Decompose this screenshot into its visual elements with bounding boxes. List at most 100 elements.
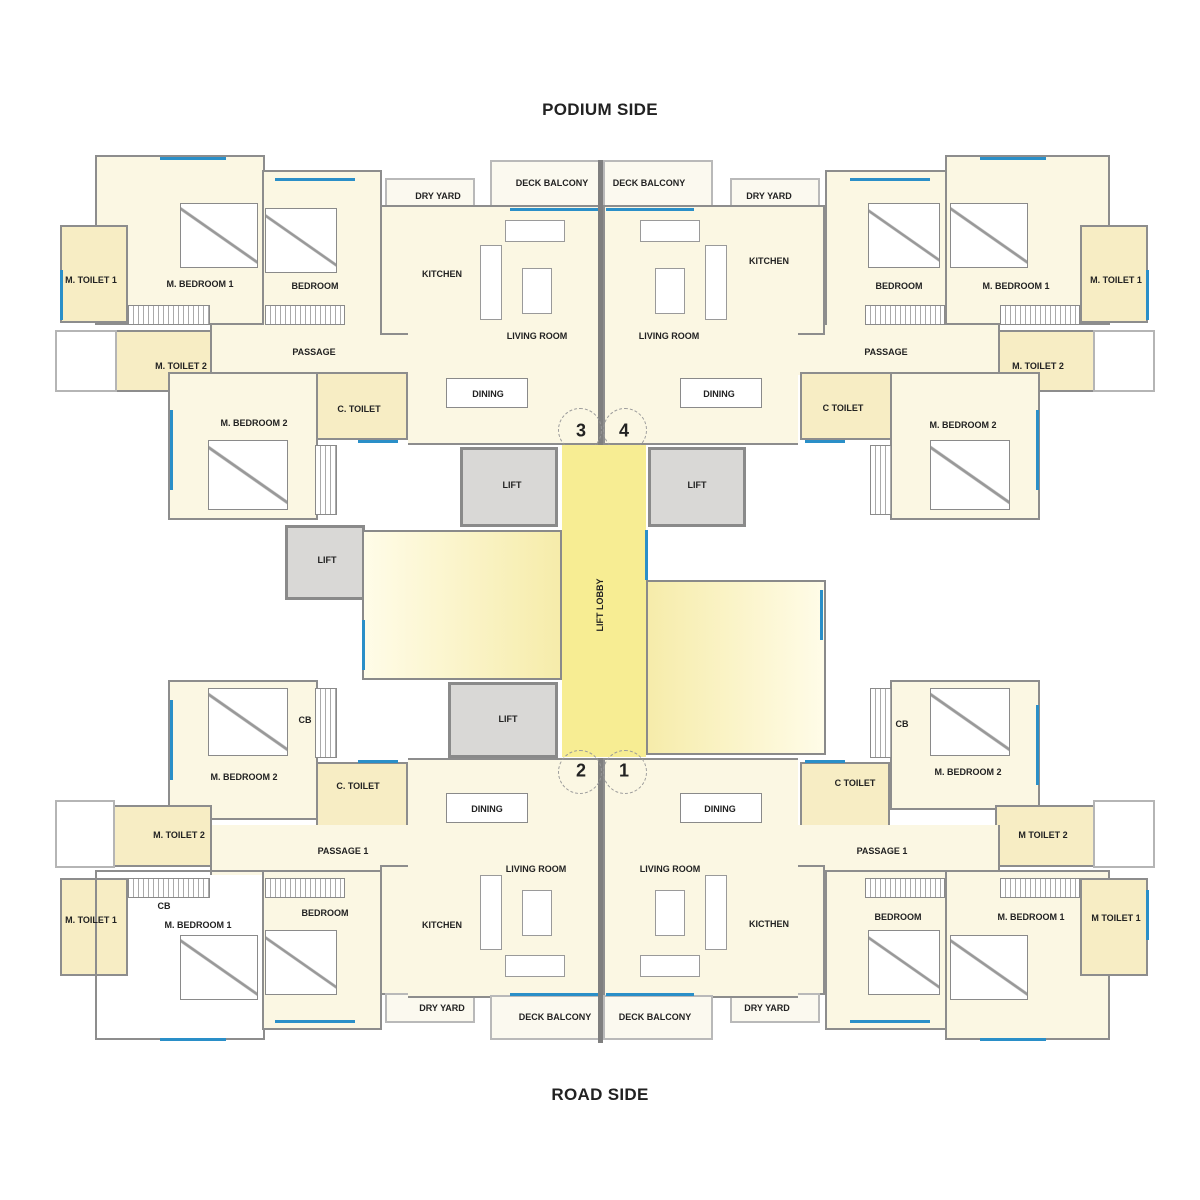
label-cb: CB: [895, 719, 909, 729]
room-c-toilet[interactable]: [316, 372, 408, 440]
window: [170, 410, 173, 490]
wardrobe: [870, 445, 892, 515]
label-dining: DINING: [703, 389, 735, 399]
label-m-toilet-1: M. TOILET 1: [65, 915, 117, 925]
label-bedroom: BEDROOM: [291, 281, 339, 291]
bed: [208, 440, 288, 510]
label-m-toilet-1: M. TOILET 1: [65, 275, 117, 285]
lift-2[interactable]: [648, 447, 746, 527]
label-lift-lobby: LIFT LOBBY: [595, 578, 605, 632]
room-c-toilet[interactable]: [800, 372, 892, 440]
sofa: [705, 875, 727, 950]
label-lift: LIFT: [687, 480, 707, 490]
label-m-bedroom-1: M. BEDROOM 1: [164, 920, 232, 930]
bed: [265, 930, 337, 995]
label-cb: CB: [157, 901, 171, 911]
window: [1146, 890, 1149, 940]
label-dining: DINING: [472, 389, 504, 399]
window: [805, 440, 845, 443]
room-dry-yard[interactable]: [385, 993, 475, 1023]
room-m-toilet-1[interactable]: [1080, 225, 1148, 323]
room-deck-balcony[interactable]: [603, 995, 713, 1040]
wardrobe: [315, 445, 337, 515]
dining-table: [446, 378, 528, 408]
room-m-toilet-2[interactable]: [995, 805, 1095, 867]
room-m-toilet-1[interactable]: [60, 878, 128, 976]
lift-lobby[interactable]: [562, 445, 646, 757]
label-living-room: LIVING ROOM: [638, 331, 700, 341]
wardrobe: [315, 688, 337, 758]
label-living-room: LIVING ROOM: [639, 864, 701, 874]
label-m-toilet-2: M TOILET 2: [1018, 830, 1068, 840]
room-deck-balcony[interactable]: [490, 995, 600, 1040]
label-lift: LIFT: [498, 714, 518, 724]
window: [606, 208, 694, 211]
window: [805, 760, 845, 763]
window: [160, 157, 226, 160]
label-kitchen: KITCHEN: [422, 920, 462, 930]
label-living-room: LIVING ROOM: [505, 864, 567, 874]
room-c-toilet[interactable]: [800, 762, 890, 830]
label-lift: LIFT: [317, 555, 337, 565]
staircase-right[interactable]: [646, 580, 826, 755]
wardrobe: [865, 305, 945, 325]
label-lift: LIFT: [502, 480, 522, 490]
lift-1[interactable]: [460, 447, 558, 527]
room-m-toilet-1[interactable]: [60, 225, 128, 323]
room-m-toilet-2[interactable]: [112, 805, 212, 867]
room-passage[interactable]: [210, 325, 410, 375]
label-c-toilet: C. TOILET: [337, 404, 381, 414]
label-dry-yard: DRY YARD: [744, 1003, 790, 1013]
label-kitchen: KITCHEN: [422, 269, 462, 279]
bed: [868, 930, 940, 995]
wardrobe: [1000, 878, 1080, 898]
wardrobe: [870, 688, 892, 758]
window: [362, 620, 365, 670]
label-bedroom: BEDROOM: [875, 281, 923, 291]
bed: [265, 208, 337, 273]
lift-4[interactable]: [448, 682, 558, 758]
label-m-bedroom-1: M. BEDROOM 1: [166, 279, 234, 289]
window: [606, 993, 694, 996]
lift-3[interactable]: [285, 525, 365, 600]
window: [820, 590, 823, 640]
label-m-bedroom-2: M. BEDROOM 2: [210, 772, 278, 782]
room-passage[interactable]: [795, 325, 1000, 375]
label-dry-yard: DRY YARD: [415, 191, 461, 201]
coffee-table: [522, 890, 552, 936]
label-bedroom: BEDROOM: [874, 912, 922, 922]
label-m-toilet-2: M. TOILET 2: [1012, 361, 1064, 371]
bed: [930, 688, 1010, 756]
label-deck-balcony: DECK BALCONY: [518, 1012, 592, 1022]
label-c-toilet: C TOILET: [822, 403, 864, 413]
label-dry-yard: DRY YARD: [746, 191, 792, 201]
label-kitchen: KITCHEN: [749, 256, 789, 266]
label-dry-yard: DRY YARD: [419, 1003, 465, 1013]
wardrobe: [1000, 305, 1080, 325]
flat-number-4: 4: [618, 420, 630, 441]
room-c-toilet[interactable]: [316, 762, 408, 830]
staircase-left[interactable]: [362, 530, 562, 680]
sofa: [505, 955, 565, 977]
dining-table: [680, 793, 762, 823]
label-m-toilet-2: M. TOILET 2: [155, 361, 207, 371]
window: [358, 440, 398, 443]
window: [358, 760, 398, 763]
label-deck-balcony: DECK BALCONY: [612, 178, 686, 188]
shaft: [55, 800, 115, 868]
coffee-table: [655, 268, 685, 314]
entrance-door[interactable]: [603, 750, 647, 794]
window: [510, 993, 598, 996]
shaft: [1093, 330, 1155, 392]
flat-number-3: 3: [575, 420, 587, 441]
room-passage-1[interactable]: [210, 825, 410, 875]
sofa: [505, 220, 565, 242]
label-dining: DINING: [704, 804, 736, 814]
label-passage: PASSAGE: [292, 347, 336, 357]
sofa: [480, 245, 502, 320]
label-m-bedroom-2: M. BEDROOM 2: [929, 420, 997, 430]
window: [1036, 410, 1039, 490]
label-cb: CB: [298, 715, 312, 725]
room-m-toilet-1[interactable]: [1080, 878, 1148, 976]
entrance-door[interactable]: [558, 750, 602, 794]
